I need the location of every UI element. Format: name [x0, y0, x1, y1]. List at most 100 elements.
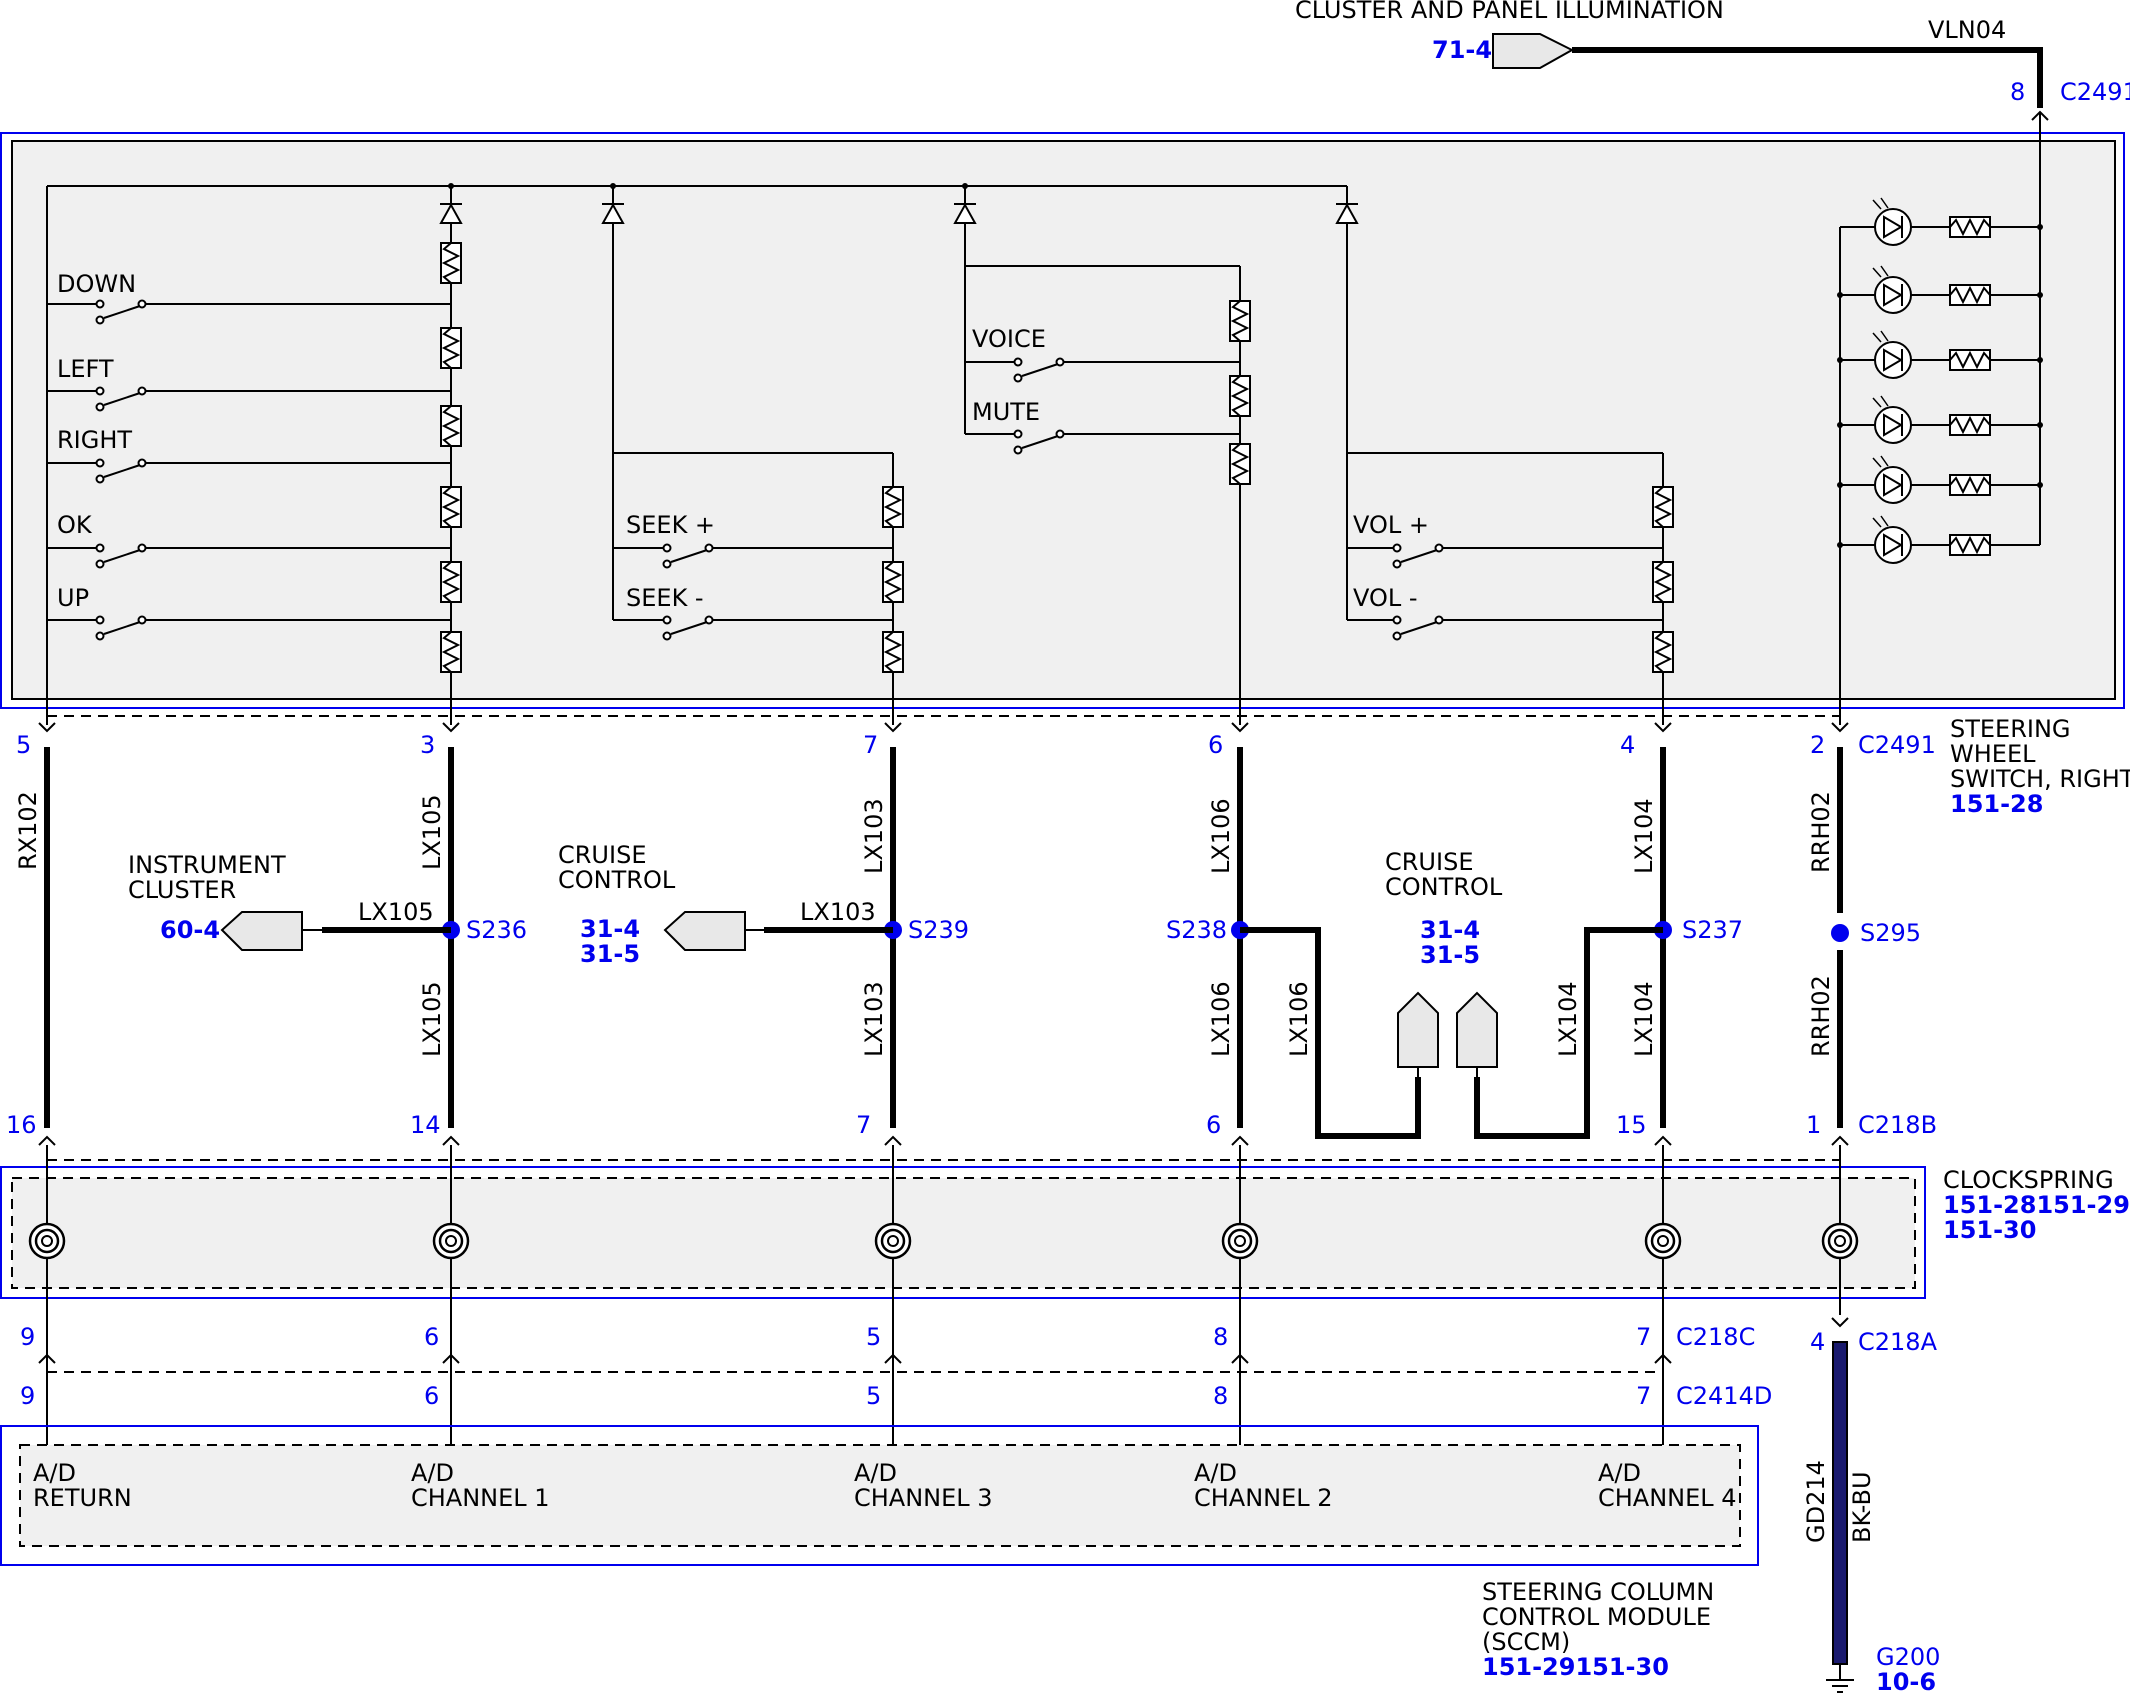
- connector-label-c218a: C218A: [1858, 1328, 1938, 1356]
- switch-label-vol-minus: VOL -: [1353, 584, 1418, 612]
- connector-label-c218c: C218C: [1676, 1323, 1755, 1351]
- cruise-left-ref-2: 31-5: [580, 940, 640, 968]
- wire-label-lx103-branch: LX103: [800, 898, 876, 926]
- svg-text:A/D: A/D: [854, 1459, 897, 1487]
- switch-down: DOWN: [47, 270, 451, 325]
- sccm-name-line2: CONTROL MODULE: [1482, 1603, 1711, 1631]
- instrument-cluster-name-line2: CLUSTER: [128, 876, 236, 904]
- clockspring-box: [0, 1166, 1926, 1299]
- pin-c218b-7: 7: [856, 1111, 871, 1139]
- module-name-line2: WHEEL: [1950, 740, 2036, 768]
- wire-lx106-branch: [1240, 927, 1421, 1139]
- wire-label-vln04: VLN04: [1928, 16, 2006, 44]
- pin-c2491-4: 4: [1620, 731, 1635, 759]
- switch-label-vol-plus: VOL +: [1353, 511, 1429, 539]
- switch-label-down: DOWN: [57, 270, 136, 298]
- illumination-connector-shape: [1492, 33, 1575, 69]
- switch-label-seek-minus: SEEK -: [626, 584, 704, 612]
- wire-label-rrh02-lower: RRH02: [1807, 975, 1835, 1057]
- sccm-channel-return: A/D RETURN: [33, 1459, 132, 1512]
- switch-label-seek-plus: SEEK +: [626, 511, 715, 539]
- pin-c2414d-5: 5: [866, 1382, 881, 1410]
- connector-c218c-terminals: [38, 1354, 1672, 1364]
- wire-vln04: [1572, 47, 2043, 108]
- wire-label-lx105-upper: LX105: [418, 794, 446, 870]
- sccm-name-line1: STEERING COLUMN: [1482, 1578, 1714, 1606]
- wire-gd214: [1832, 1341, 1848, 1665]
- switch-seek-plus: SEEK +: [613, 511, 893, 569]
- pin-c2491-2: 2: [1810, 731, 1825, 759]
- svg-text:A/D: A/D: [1194, 1459, 1237, 1487]
- pin-c218c-7: 7: [1636, 1323, 1651, 1351]
- switch-voice: VOICE: [965, 325, 1240, 383]
- pin-c2491-3: 3: [420, 731, 435, 759]
- wire-label-rrh02-upper: RRH02: [1807, 791, 1835, 873]
- cruise-left-connector-shape: [663, 911, 746, 951]
- wire-label-lx106-lower: LX106: [1207, 981, 1235, 1057]
- c2414d-wires: [46, 1355, 1664, 1445]
- pin-c218b-6: 6: [1206, 1111, 1221, 1139]
- clockspring-ref-2: 151-30: [1943, 1216, 2036, 1244]
- pin-c218b-1: 1: [1806, 1111, 1821, 1139]
- switch-left: LEFT: [47, 355, 451, 412]
- pin-c218a-4: 4: [1810, 1328, 1825, 1356]
- connector-c2491-terminals: [38, 722, 1849, 732]
- svg-text:A/D: A/D: [411, 1459, 454, 1487]
- cruise-right-ref-1: 31-4: [1420, 916, 1480, 944]
- cruise-right-name-line1: CRUISE: [1385, 848, 1473, 876]
- ground-name: G200: [1876, 1643, 1940, 1671]
- sccm-interior: [19, 1444, 1741, 1547]
- cruise-left-name-line2: CONTROL: [558, 866, 676, 894]
- pin-c2491-5: 5: [16, 731, 31, 759]
- splice-label-s238: S238: [1166, 916, 1227, 944]
- illumination-title: CLUSTER AND PANEL ILLUMINATION: [1295, 0, 1724, 24]
- pin-c2414d-6: 6: [424, 1382, 439, 1410]
- pin-c2491-6: 6: [1208, 731, 1223, 759]
- pin-c2414d-8: 8: [1213, 1382, 1228, 1410]
- pin-c2414d-9: 9: [20, 1382, 35, 1410]
- wire-label-lx104-upper: LX104: [1630, 798, 1658, 874]
- sccm-ref: 151-29151-30: [1482, 1653, 1669, 1681]
- module-name-line3: SWITCH, RIGHT: [1950, 765, 2130, 793]
- sccm-channel-3: A/D CHANNEL 3: [854, 1459, 993, 1512]
- switch-label-voice: VOICE: [972, 325, 1046, 353]
- pin-c218b-14: 14: [410, 1111, 441, 1139]
- switch-up: UP: [47, 584, 451, 641]
- sccm-box: [0, 1425, 1759, 1566]
- cruise-right-ref-2: 31-5: [1420, 941, 1480, 969]
- wire-label-lx103-upper: LX103: [860, 798, 888, 874]
- pin-c2491-7: 7: [863, 731, 878, 759]
- wire-label-gd214: GD214: [1802, 1460, 1830, 1543]
- illumination-ref: 71-4: [1432, 36, 1492, 64]
- pin-c218b-15: 15: [1616, 1111, 1647, 1139]
- splice-label-s236: S236: [466, 916, 527, 944]
- switch-mute: MUTE: [965, 398, 1240, 455]
- switch-label-up: UP: [57, 584, 89, 612]
- svg-text:A/D: A/D: [1598, 1459, 1641, 1487]
- wire-label-lx104-branch: LX104: [1554, 981, 1582, 1057]
- module-name-line1: STEERING: [1950, 715, 2071, 743]
- pin-c2414d-7: 7: [1636, 1382, 1651, 1410]
- sccm-channel-4: A/D CHANNEL 4: [1598, 1459, 1737, 1512]
- clockspring-ref-1: 151-28151-29: [1943, 1191, 2130, 1219]
- illumination-led-array: [1837, 112, 2043, 725]
- switch-ok: OK: [47, 511, 451, 569]
- instrument-cluster-ref: 60-4: [160, 916, 220, 944]
- switch-label-right: RIGHT: [57, 426, 132, 454]
- sccm-channel-1: A/D CHANNEL 1: [411, 1459, 550, 1512]
- wire-label-rx102: RX102: [14, 791, 42, 870]
- clockspring-interior: [11, 1177, 1916, 1289]
- connector-label-c2491-top: C2491: [2060, 78, 2130, 106]
- svg-text:CHANNEL 2: CHANNEL 2: [1194, 1484, 1333, 1512]
- pin-c218c-9: 9: [20, 1323, 35, 1351]
- cruise-left-ref-1: 31-4: [580, 915, 640, 943]
- switch-label-ok: OK: [57, 511, 93, 539]
- wire-lx104-branch: [1474, 927, 1663, 1139]
- pin-c218b-16: 16: [6, 1111, 37, 1139]
- wire-label-lx105-lower: LX105: [418, 981, 446, 1057]
- connector-label-c218b: C218B: [1858, 1111, 1937, 1139]
- wire-label-lx105-branch: LX105: [358, 898, 434, 926]
- pin-c218c-6: 6: [424, 1323, 439, 1351]
- pin-c218c-5: 5: [866, 1323, 881, 1351]
